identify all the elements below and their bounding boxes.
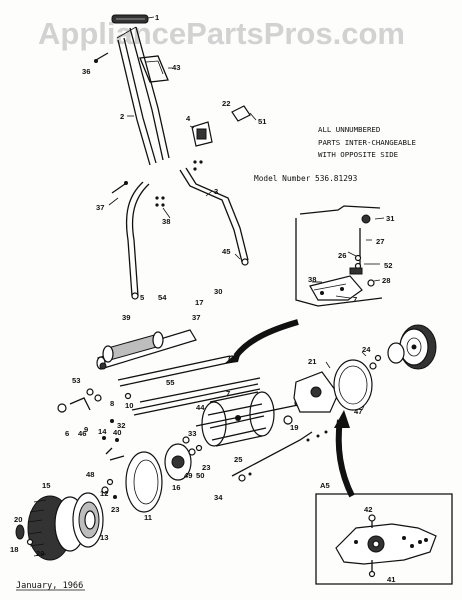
control-bracket [139,55,169,83]
callout-46: 46 [78,429,86,438]
callout-44: 44 [196,403,205,412]
upper-handle-left [117,39,151,166]
callout-7: 7 [226,389,230,398]
handle-assembly [94,14,251,300]
right-wheel [387,324,437,370]
pointer-arrow-down [335,419,355,498]
callout-14: 14 [98,427,107,436]
watermark: AppliancePartsPros.com [38,16,405,51]
callout-7b: 7 [353,295,357,304]
callout-47: 47 [354,407,362,416]
callout-numbers: 1 2 3 4 5 6 7 7 8 9 10 11 12 13 14 15 16… [10,13,396,584]
callout-32: 32 [117,421,125,430]
callout-3: 3 [214,187,218,196]
lower-handle-right [179,169,243,263]
callout-29: 29 [36,549,44,558]
callout-27: 27 [376,237,384,246]
leader-lines [108,16,385,411]
inset-frame [315,493,453,585]
callout-2: 2 [120,112,124,121]
callout-4: 4 [186,114,191,123]
callout-36: 36 [82,67,90,76]
gear-cover [125,451,163,513]
left-wheel-assembly [15,436,203,561]
height-adjuster-inset [295,205,383,307]
callout-13: 13 [100,533,108,542]
callout-33: 33 [188,429,196,438]
note-line-1: ALL UNNUMBERED [318,125,380,134]
callout-37b: 37 [192,313,200,322]
callout-39: 39 [122,313,130,322]
lower-handle-left [125,181,144,297]
callout-25: 25 [234,455,243,464]
callout-10: 10 [125,401,133,410]
callout-16: 16 [172,483,180,492]
callout-48: 48 [86,470,94,479]
callout-42: 42 [364,505,372,514]
callout-23b: 23 [111,505,119,514]
mower-body [57,324,437,482]
inset-label: A5 [320,481,330,490]
diagram-date: January, 1966 [16,581,83,591]
callout-17: 17 [195,298,203,307]
callout-45: 45 [222,247,231,256]
callout-43: 43 [172,63,180,72]
callout-53: 53 [72,376,80,385]
gear-cover-disc [333,359,373,411]
callout-41: 41 [387,575,396,584]
model-number: Model Number 536.81293 [254,174,358,183]
callout-24: 24 [362,345,371,354]
callout-37: 37 [96,203,104,212]
note-line-3: WITH OPPOSITE SIDE [318,150,398,159]
callout-28: 28 [382,276,390,285]
callout-11: 11 [144,513,153,522]
callout-52: 52 [384,261,392,270]
callout-38b: 38 [308,275,316,284]
callout-19: 19 [290,423,298,432]
callout-31: 31 [386,214,395,223]
callout-51: 51 [258,117,267,126]
callout-21: 21 [308,357,317,366]
callout-1: 1 [155,13,160,22]
callout-23: 23 [202,463,210,472]
callout-8: 8 [110,399,114,408]
callout-6: 6 [65,429,69,438]
callout-15: 15 [42,481,51,490]
left-bolt [57,403,67,413]
drive-gear-inset [315,493,453,585]
callout-12: 12 [100,489,108,498]
callout-54: 54 [158,293,167,302]
pointer-arrow-left [233,319,299,358]
note-line-2: PARTS INTER-CHANGEABLE [318,138,416,147]
callout-49: 49 [184,471,192,480]
callout-38: 38 [162,217,170,226]
callout-5: 5 [140,293,145,302]
callout-20: 20 [14,515,22,524]
cutting-reel [195,391,299,447]
callout-30: 30 [214,287,222,296]
callout-9: 9 [84,425,88,434]
callout-50: 50 [196,471,204,480]
callout-55: 55 [166,378,175,387]
upper-handle-right [129,27,164,161]
callout-18: 18 [10,545,18,554]
callout-34: 34 [214,493,223,502]
callout-26: 26 [338,251,346,260]
callout-22: 22 [222,99,230,108]
callout-40: 40 [113,428,121,437]
